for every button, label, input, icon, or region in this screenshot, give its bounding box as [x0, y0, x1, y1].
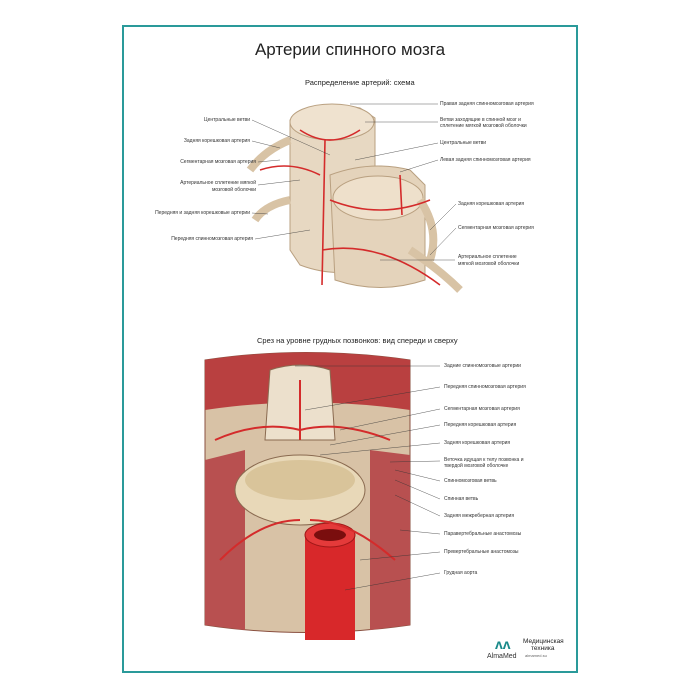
- logo-mark-icon: ʌʌ: [495, 636, 511, 652]
- label: Сегментарная мозговая артерия: [180, 159, 256, 165]
- thoracic-section-diagram: [204, 352, 411, 640]
- label: Задняя корешковая артерия: [183, 138, 250, 144]
- bottom-subtitle: Срез на уровне грудных позвонков: вид сп…: [257, 336, 458, 345]
- label: Задняя межреберная артерия: [444, 513, 515, 519]
- label: Центральные ветви: [440, 140, 487, 146]
- label: Центральные ветви: [203, 117, 250, 123]
- label: Правая задняя спинномозговая артерия: [440, 101, 534, 107]
- label: Ветви заходящие в спинной мозг и: [440, 117, 521, 123]
- label: Задние спинномозговые артерии: [444, 363, 521, 369]
- label: твердой мозговой оболочке: [444, 463, 509, 469]
- label: Превертебральные анастомозы: [444, 549, 519, 555]
- top-subtitle: Распределение артерий: схема: [305, 78, 415, 87]
- label: мягкой мозговой оболочки: [458, 261, 520, 267]
- label: Спинная ветвь: [444, 496, 479, 502]
- logo-line1: Медицинская: [523, 638, 564, 645]
- label: Передняя корешковая артерия: [444, 422, 517, 428]
- poster-title: Артерии спинного мозга: [254, 40, 446, 59]
- label: Задняя корешковая артерия: [444, 440, 511, 446]
- logo-line2: техника: [531, 645, 555, 652]
- label: сплетение мягкой мозговой оболочки: [440, 123, 527, 129]
- logo-site: almamed.su: [525, 653, 547, 658]
- logo-brand: AlmaMed: [487, 653, 517, 660]
- label: Левая задняя спинномозговая артерия: [440, 157, 531, 163]
- label: Паравертебральные анастомозы: [444, 531, 522, 537]
- label: Передняя и задняя корешковые артерии: [155, 210, 250, 216]
- label: Артериальное сплетение мягкой: [180, 180, 256, 186]
- label: Сегментарная мозговая артерия: [458, 225, 534, 231]
- label: Передняя спинномозговая артерия: [444, 384, 526, 390]
- label: Артериальное сплетение: [458, 254, 517, 260]
- spinal-cord-diagram: [246, 103, 463, 293]
- label: Задняя корешковая артерия: [458, 201, 525, 207]
- label: Спинномозговая ветвь: [444, 478, 497, 484]
- label: Веточка идущая к телу позвонка и: [444, 457, 524, 463]
- label: Передняя спинномозговая артерия: [171, 236, 253, 242]
- label: мозговой оболочки: [211, 187, 256, 193]
- label: Сегментарная мозговая артерия: [444, 406, 520, 412]
- label: Грудная аорта: [444, 570, 478, 576]
